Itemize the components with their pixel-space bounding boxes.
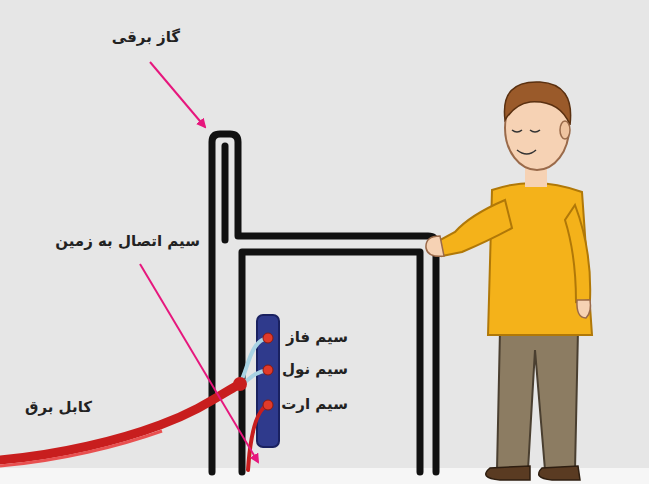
wire-label: سیم نول: [282, 360, 348, 378]
power-cable: [0, 385, 238, 460]
earth-connection-label: سیم اتصال به زمین: [55, 232, 200, 250]
terminal-block: [257, 315, 279, 447]
terminal-screws: [263, 333, 273, 410]
wire-label: سیم ارت: [281, 395, 348, 413]
cable-highlight: [0, 431, 162, 466]
electric-stove: [212, 134, 436, 472]
wire-label: سیم فاز: [286, 328, 348, 346]
boy: [426, 82, 592, 480]
leader-arrows: [140, 62, 258, 462]
cable-label: کابل برق: [25, 398, 92, 416]
stove-label: گاز برقی: [112, 28, 180, 46]
wires: [240, 338, 268, 385]
cable-joint: [233, 377, 247, 391]
